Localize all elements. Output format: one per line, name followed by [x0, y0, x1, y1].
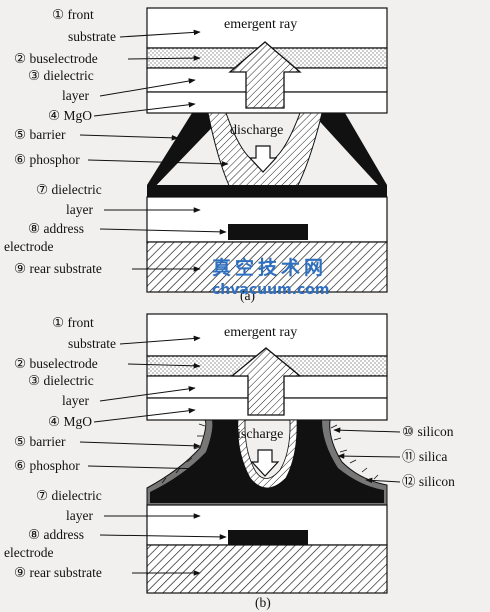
leader-lines-b: [79, 335, 401, 576]
rear-substrate-a: [146, 241, 388, 293]
label-address-b: ⑧ address: [28, 527, 84, 542]
watermark: 真空技术网 chvacuum.com: [212, 256, 329, 298]
emergent-ray-label-b: emergent ray: [224, 325, 297, 340]
discharge-label-b: discharge: [230, 427, 283, 442]
watermark-url: chvacuum.com: [212, 282, 329, 298]
label-barrier-a: ⑤ barrier: [14, 127, 66, 142]
label-silicon-top-b: ⑩ silicon: [402, 424, 454, 439]
label-phosphor-b: ⑥ phosphor: [14, 458, 80, 473]
barrier-left-a: [147, 113, 226, 195]
discharge-label-a: discharge: [230, 123, 283, 138]
label-dielectric-a: ③ dielectric: [28, 68, 94, 83]
watermark-cn: 真空技术网: [212, 256, 327, 279]
label-rear-dielectric-a: ⑦ dielectric: [36, 182, 102, 197]
emergent-ray-arrow-b: [230, 347, 302, 416]
phosphor-b: [237, 419, 298, 489]
label-silica-b: ⑪ silica: [402, 449, 447, 464]
rear-substrate-b: [146, 544, 388, 594]
silicon-texture-b: [161, 423, 379, 484]
label-rear-dielectric-layer-a: layer: [66, 202, 93, 217]
label-dielectric-b: ③ dielectric: [28, 373, 94, 388]
caption-b: (b): [255, 595, 271, 610]
label-address-electrode-b: electrode: [4, 545, 53, 560]
panel-b: emergent ray discharge ① front substrate…: [4, 313, 455, 610]
label-buselectrode-a: ② buselectrode: [14, 51, 98, 66]
label-mgo-b: ④ MgO: [48, 414, 92, 429]
front-substrate-a: [146, 7, 388, 49]
label-silicon-bottom-b: ⑫ silicon: [402, 474, 455, 489]
barrier-right-a: [312, 113, 387, 195]
label-rear-substrate-a: ⑨ rear substrate: [14, 261, 102, 276]
label-buselectrode-b: ② buselectrode: [14, 356, 98, 371]
label-phosphor-a: ⑥ phosphor: [14, 152, 80, 167]
label-mgo-a: ④ MgO: [48, 108, 92, 123]
label-front-b: ① front: [52, 315, 94, 330]
label-front-substrate-b: substrate: [68, 336, 116, 351]
caption-a: (a): [240, 288, 255, 303]
leader-lines-a: [79, 29, 229, 272]
label-address-a: ⑧ address: [28, 221, 84, 236]
label-dielectric-layer-b: layer: [62, 393, 89, 408]
discharge-arrow-b: [250, 449, 280, 477]
label-rear-substrate-b: ⑨ rear substrate: [14, 565, 102, 580]
barrier-b: [150, 420, 384, 503]
address-electrode-a: [228, 224, 308, 240]
emergent-ray-arrow-a: [228, 41, 302, 109]
label-dielectric-layer-a: layer: [62, 88, 89, 103]
label-barrier-b: ⑤ barrier: [14, 434, 66, 449]
label-rear-dielectric-layer-b: layer: [66, 508, 93, 523]
label-front-substrate-a: substrate: [68, 29, 116, 44]
label-front-a: ① front: [52, 7, 94, 22]
address-electrode-b: [228, 530, 308, 545]
emergent-ray-label-a: emergent ray: [224, 17, 297, 32]
discharge-arrow-a: [248, 145, 278, 173]
barrier-base-a: [147, 185, 387, 197]
label-address-electrode-a: electrode: [4, 239, 53, 254]
panel-a: emergent ray discharge ① front substrate…: [4, 7, 388, 303]
label-rear-dielectric-b: ⑦ dielectric: [36, 488, 102, 503]
